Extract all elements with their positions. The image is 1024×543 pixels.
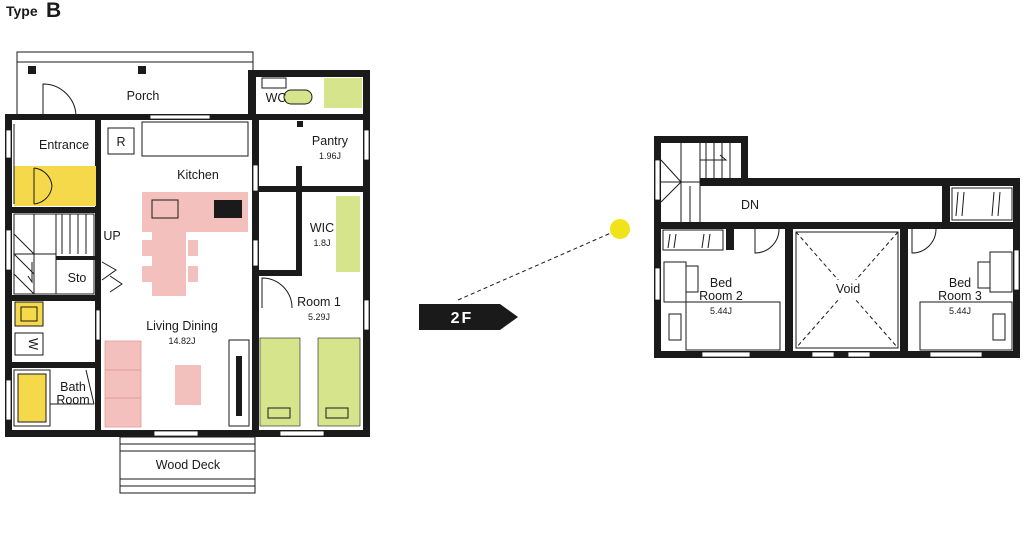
refrigerator bbox=[107, 127, 135, 155]
label-wic-area: 1.8J bbox=[313, 238, 330, 248]
porch-post bbox=[28, 66, 36, 74]
floor2-walls bbox=[654, 136, 1020, 358]
bed2-desk bbox=[663, 261, 687, 303]
label-bed2-line1: Bed bbox=[710, 276, 732, 290]
label-bed3-area: 5.44J bbox=[949, 306, 971, 316]
label-bed3-line2: Room 3 bbox=[938, 289, 982, 303]
leader-line bbox=[457, 228, 621, 301]
stairs-floor1 bbox=[13, 213, 95, 295]
bed3-desk bbox=[989, 251, 1013, 293]
bed2-door bbox=[754, 228, 780, 254]
label-dn: DN bbox=[741, 198, 759, 212]
label-porch: Porch bbox=[127, 89, 160, 103]
label-wic: WIC bbox=[310, 221, 334, 235]
void-area bbox=[795, 231, 899, 349]
label-pantry-area: 1.96J bbox=[319, 151, 341, 161]
bed3-closet bbox=[951, 187, 1013, 221]
dining-table bbox=[152, 232, 186, 296]
label-wc: WC bbox=[266, 91, 287, 105]
wood-deck bbox=[119, 436, 256, 494]
wc-vanity bbox=[324, 78, 362, 108]
bed2-closet bbox=[662, 229, 724, 251]
washer-icon bbox=[14, 332, 44, 356]
bed3-bed bbox=[919, 301, 1013, 351]
label-refrigerator: R bbox=[116, 135, 125, 149]
label-pantry: Pantry bbox=[312, 134, 349, 148]
plan-type-prefix: Type bbox=[6, 3, 38, 19]
label-room1: Room 1 bbox=[297, 295, 341, 309]
floor-tag-2f bbox=[419, 304, 518, 330]
label-entrance: Entrance bbox=[39, 138, 89, 152]
label-bed3-line1: Bed bbox=[949, 276, 971, 290]
wic-shelf bbox=[336, 196, 360, 272]
shoe-cabinet bbox=[14, 166, 96, 206]
label-void: Void bbox=[836, 282, 860, 296]
label-kitchen: Kitchen bbox=[177, 168, 219, 182]
room1-door bbox=[261, 277, 293, 309]
bed2-bed bbox=[685, 301, 781, 351]
label-wood-deck: Wood Deck bbox=[156, 458, 221, 472]
label-up: UP bbox=[103, 229, 120, 243]
label-bed2-line2: Room 2 bbox=[699, 289, 743, 303]
tv-board bbox=[228, 339, 250, 427]
wash-basin bbox=[14, 301, 44, 327]
toilet-icon bbox=[283, 89, 313, 105]
label-washer: W bbox=[26, 338, 40, 350]
floor2-windows bbox=[654, 159, 1020, 358]
stairs-floor2 bbox=[660, 143, 741, 222]
sofa bbox=[104, 340, 142, 428]
label-living-dining: Living Dining bbox=[146, 319, 218, 333]
entry-door bbox=[42, 83, 77, 119]
label-living-dining-area: 14.82J bbox=[168, 336, 195, 346]
floor2-plan: DN Bed Room 2 5.44J Void Bed Room 3 5.44… bbox=[654, 136, 1020, 358]
stove-icon bbox=[214, 200, 242, 218]
bed-2 bbox=[317, 337, 361, 427]
label-bath-line1: Bath bbox=[60, 380, 86, 394]
floor1-plan: Porch WC Pantry 1.96J Entrance R Kitchen… bbox=[5, 51, 370, 494]
location-marker bbox=[610, 219, 630, 239]
kitchen-counter bbox=[141, 121, 249, 157]
label-room1-area: 5.29J bbox=[308, 312, 330, 322]
floor1-windows bbox=[5, 114, 370, 437]
porch-post bbox=[138, 66, 146, 74]
bed-1 bbox=[259, 337, 301, 427]
label-bath-line2: Room bbox=[56, 393, 89, 407]
label-storage: Sto bbox=[68, 271, 87, 285]
label-bed2-area: 5.44J bbox=[710, 306, 732, 316]
coffee-table bbox=[175, 365, 201, 405]
bathtub bbox=[17, 373, 47, 423]
floor-tag-label: 2F bbox=[451, 310, 474, 327]
plan-type-letter: B bbox=[46, 0, 61, 22]
bed3-door bbox=[911, 228, 937, 254]
